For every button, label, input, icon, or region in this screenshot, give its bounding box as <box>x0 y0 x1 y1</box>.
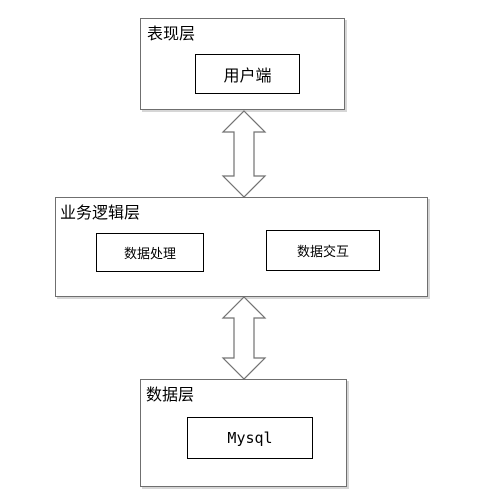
data-processing-label: 数据处理 <box>123 247 176 262</box>
bidirectional-arrow-presentation-business <box>221 110 267 198</box>
mysql-label: Mysql <box>227 429 273 447</box>
data-processing-box: 数据处理 <box>96 233 204 272</box>
data-interaction-box: 数据交互 <box>266 230 380 271</box>
mysql-box: Mysql <box>187 417 313 459</box>
business-logic-layer-title: 业务逻辑层 <box>60 203 141 222</box>
presentation-layer-box: 表现层 用户端 <box>140 18 345 110</box>
data-layer-box: 数据层 Mysql <box>140 379 347 487</box>
business-logic-layer-box: 业务逻辑层 数据处理 数据交互 <box>55 197 428 297</box>
data-layer-title: 数据层 <box>146 385 195 404</box>
bidirectional-arrow-business-data <box>221 296 267 380</box>
client-box: 用户端 <box>195 54 300 94</box>
client-label: 用户端 <box>223 66 272 85</box>
presentation-layer-title: 表现层 <box>147 24 196 43</box>
data-interaction-label: 数据交互 <box>296 245 349 260</box>
